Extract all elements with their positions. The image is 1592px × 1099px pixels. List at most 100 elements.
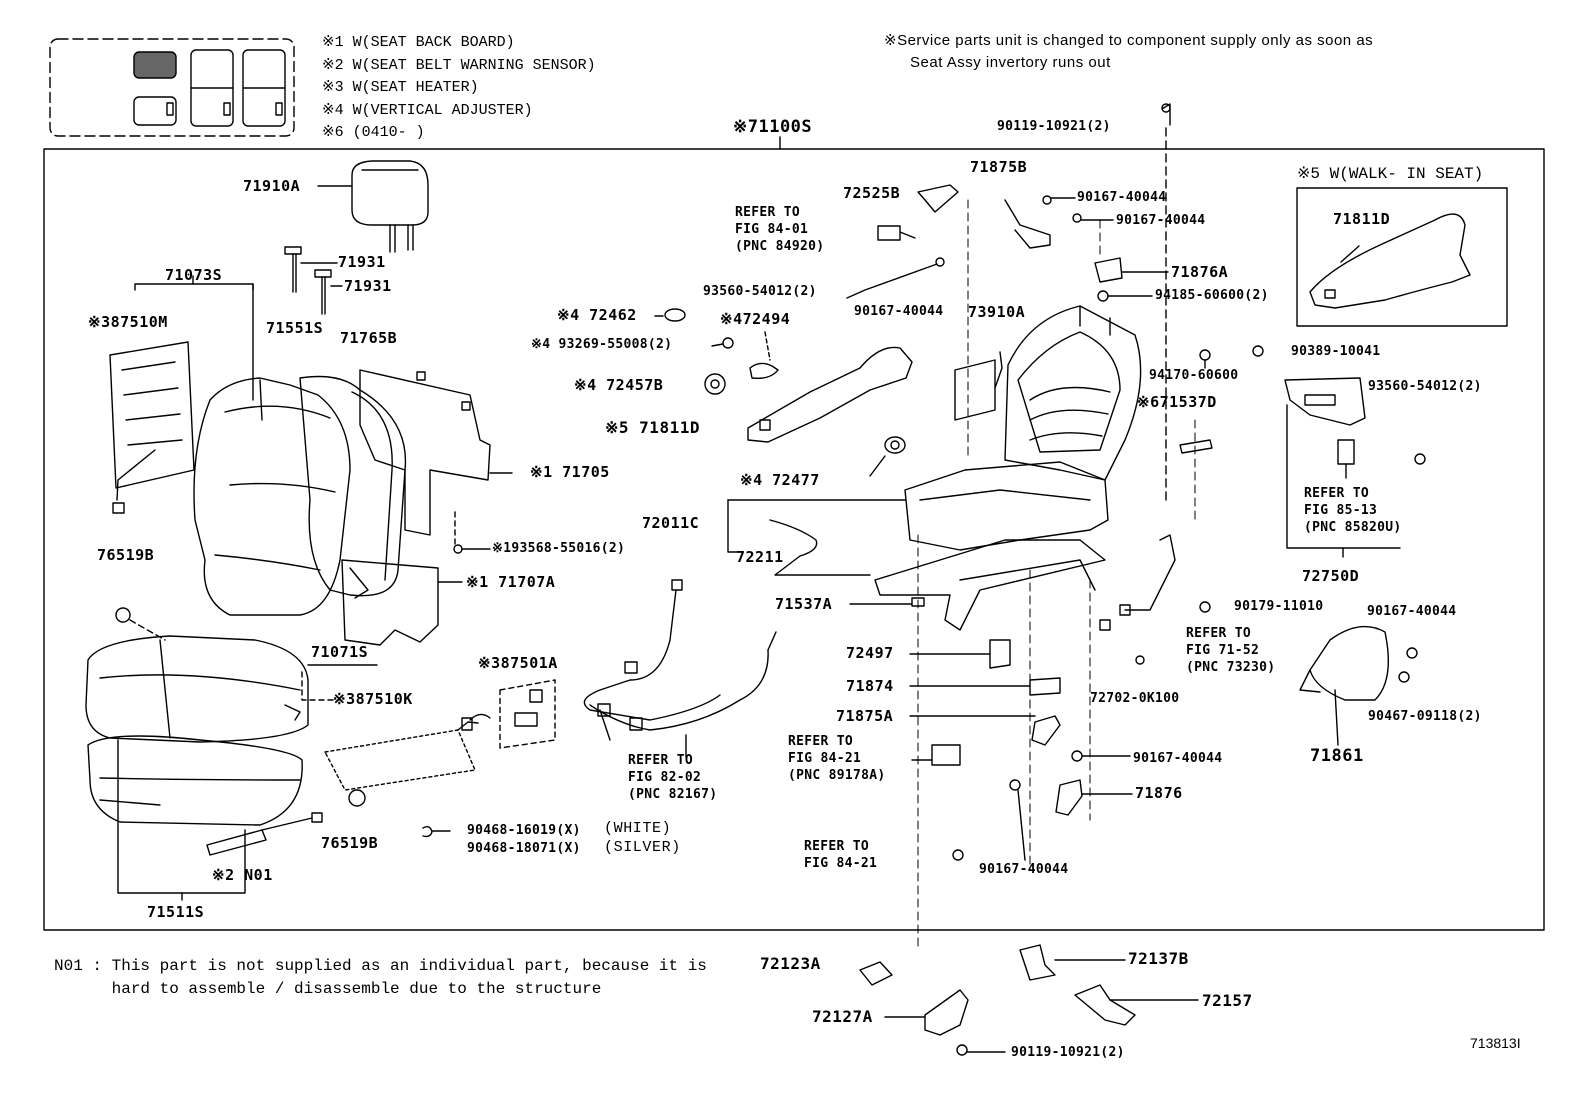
part-label: 90119-10921(2): [997, 119, 1111, 134]
wire-harness-drawing: [583, 579, 777, 758]
walk-in-seat-box: [1296, 187, 1508, 327]
color-silver-text: SILVER): [613, 839, 681, 856]
part-label: 71931: [344, 277, 392, 295]
seat-belt-anchor-drawing: [1252, 345, 1426, 558]
part-label: 94185-60600(2): [1155, 288, 1269, 303]
part-label: 90167-40044: [1367, 604, 1457, 619]
part-label: 71931: [338, 253, 386, 271]
refer-to-note: REFER TO FIG 85-13 (PNC 85820U): [1304, 486, 1402, 536]
seat-heater-harness-drawing: [461, 679, 556, 749]
part-label: 71071S: [311, 643, 369, 661]
refer-to-note: REFER TO FIG 84-21: [804, 839, 878, 872]
part-label: 90119-10921(2): [1011, 1045, 1125, 1060]
part-label: 72702-0K100: [1090, 691, 1180, 706]
refer-to-note: REFER TO FIG 71-52 (PNC 73230): [1186, 626, 1276, 676]
part-label: 94170-60600: [1149, 368, 1239, 383]
part-label: ※4 72457B: [574, 376, 664, 394]
part-label: ※1 71705: [530, 463, 610, 481]
part-label: 90167-40044: [1133, 751, 1223, 766]
part-label: 73910A: [968, 303, 1026, 321]
part-label: 71874: [846, 677, 894, 695]
part-label: 71876A: [1171, 263, 1229, 281]
seat-back-pad-drawing: [299, 375, 407, 597]
part-label: ※4 72477: [740, 471, 820, 489]
footnote: N01 : This part is not supplied as an in…: [54, 955, 707, 1001]
part-label: 72497: [846, 644, 894, 662]
part-label: 71073S: [165, 266, 223, 284]
part-label: 90468-16019(X): [467, 823, 581, 838]
part-label: 71875B: [970, 158, 1028, 176]
side-cover-drawing: [1299, 625, 1390, 746]
color-silver: (SILVER): [604, 839, 681, 856]
part-label: ※4 72462: [557, 306, 637, 324]
part-label: 90167-40044: [854, 304, 944, 319]
part-label: 72127A: [812, 1007, 873, 1026]
part-label: ※2 N01: [212, 866, 273, 884]
part-label: 72211: [736, 548, 784, 566]
variant-note: ※2 W(SEAT BELT WARNING SENSOR): [322, 56, 596, 74]
part-label: 71910A: [243, 177, 301, 195]
part-label: 93560-54012(2): [1368, 379, 1482, 394]
assembly-label: ※71100S: [733, 117, 813, 137]
part-label: 71551S: [266, 319, 324, 337]
part-label: 93560-54012(2): [703, 284, 817, 299]
variant-notes: ※1 W(SEAT BACK BOARD) ※2 W(SEAT BELT WAR…: [322, 32, 596, 145]
part-label: ※671537D: [1137, 393, 1217, 411]
seat-back-board-drawing: [109, 341, 195, 514]
part-label: 90467-09118(2): [1368, 709, 1482, 724]
part-label: ※387510K: [333, 690, 413, 708]
part-label: 90468-18071(X): [467, 841, 581, 856]
part-label: ※5 71811D: [605, 418, 700, 437]
seat-frame-drawing: [874, 305, 1142, 631]
part-label: 71811D: [1333, 210, 1391, 228]
part-label: 72137B: [1128, 949, 1189, 968]
service-note: ※Service parts unit is changed to compon…: [884, 30, 1373, 74]
part-label: ※387501A: [478, 654, 558, 672]
variant-note: ※1 W(SEAT BACK BOARD): [322, 34, 515, 51]
part-label: 71876: [1135, 784, 1183, 802]
refer-to-note: REFER TO FIG 82-02 (PNC 82167): [628, 753, 718, 803]
headrest-support-drawing: [284, 246, 343, 315]
part-label: 90167-40044: [1116, 213, 1206, 228]
seat-back-frame-board-drawing: [359, 369, 513, 536]
refer-to-note: REFER TO FIG 84-21 (PNC 89178A): [788, 734, 886, 784]
seat-back-cover-drawing: [193, 377, 351, 616]
part-label: 72157: [1202, 991, 1253, 1010]
walk-in-label: ※5 W(WALK- IN SEAT): [1297, 165, 1484, 183]
part-label: ※472494: [720, 310, 791, 328]
color-white: (WHITE): [604, 820, 672, 837]
service-note-line1: ※Service parts unit is changed to compon…: [884, 32, 1374, 49]
part-label: 90179-11010: [1234, 599, 1324, 614]
color-white-text: WHITE): [613, 820, 672, 837]
part-label: ※1 71707A: [466, 573, 556, 591]
part-label: 71875A: [836, 707, 894, 725]
part-label: 71537A: [775, 595, 833, 613]
part-label: 90389-10041: [1291, 344, 1381, 359]
part-label: 71511S: [147, 903, 205, 921]
part-label: 72011C: [642, 514, 700, 532]
seat-variant-icon-box: [49, 38, 295, 137]
part-label: 90167-40044: [979, 862, 1069, 877]
service-note-line2: Seat Assy invertory runs out: [910, 54, 1111, 71]
seat-belt-sensor-drawing: [206, 812, 323, 856]
footnote-line1: N01 : This part is not supplied as an in…: [54, 957, 707, 975]
seat-back-lower-board-drawing: [341, 511, 491, 646]
refer-to-note: REFER TO FIG 84-01 (PNC 84920): [735, 205, 825, 255]
main-frame: [43, 148, 1545, 931]
variant-note: ※3 W(SEAT HEATER): [322, 79, 479, 96]
part-label: ※193568-55016(2): [492, 541, 626, 556]
part-label: 72525B: [843, 184, 901, 202]
part-label: 72750D: [1302, 567, 1360, 585]
variant-note: ※4 W(VERTICAL ADJUSTER): [322, 101, 533, 119]
figure-id: 713813I: [1470, 1035, 1521, 1051]
part-label: 72123A: [760, 954, 821, 973]
part-label: 90167-40044: [1077, 190, 1167, 205]
footnote-line2: hard to assemble / disassemble due to th…: [54, 980, 602, 998]
variant-note: ※6 (0410- ): [322, 124, 425, 141]
part-label: 71765B: [340, 329, 398, 347]
part-label: 76519B: [321, 834, 379, 852]
part-label: ※4 93269-55008(2): [531, 337, 673, 352]
part-label: 71861: [1310, 746, 1364, 766]
part-label: 76519B: [97, 546, 155, 564]
